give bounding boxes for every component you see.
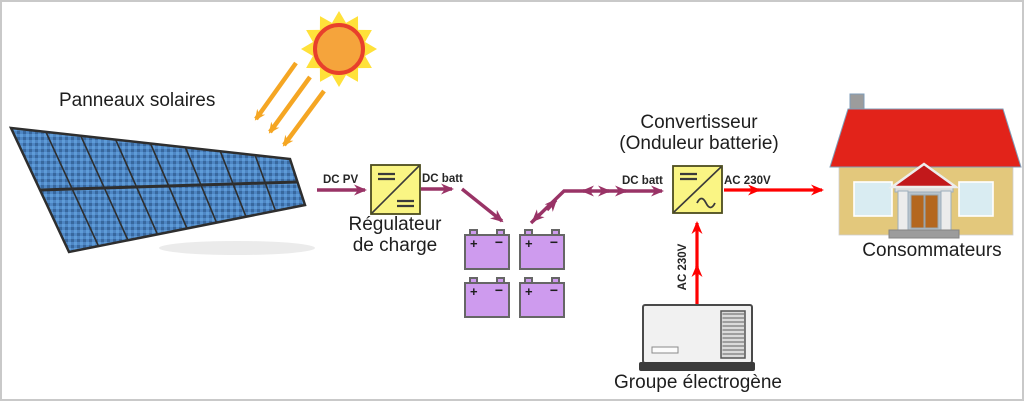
battery-minus-sign: −: [494, 282, 503, 298]
ac-sine-symbol: [696, 197, 716, 209]
battery-plus-sign: +: [470, 284, 478, 299]
battery-terminal: [469, 277, 478, 282]
generator-label: Groupe électrogène: [614, 372, 782, 393]
door-right: [924, 194, 939, 229]
dc-symbol: [680, 172, 697, 181]
battery-plus-sign: +: [525, 284, 533, 299]
wire-battery-to-converter: [529, 185, 664, 225]
converter-label: Convertisseur (Onduleur batterie): [603, 112, 795, 154]
converter-box: [672, 165, 723, 214]
wire-label-dc-batt-in: DC batt: [622, 175, 663, 187]
generator: [639, 304, 755, 371]
regulator-label: Régulateur de charge: [340, 214, 450, 256]
converter-label-line2: (Onduleur batterie): [619, 133, 779, 154]
battery-terminal: [496, 229, 505, 234]
battery: + −: [464, 277, 510, 318]
battery: + −: [464, 229, 510, 270]
battery-minus-sign: −: [549, 282, 558, 298]
wire-label-dc-batt-out: DC batt: [422, 173, 463, 185]
porch-pillar-right: [940, 190, 952, 231]
wire-label-ac-230v-out: AC 230V: [724, 175, 771, 187]
house-roof: [829, 108, 1022, 168]
battery-terminal: [551, 229, 560, 234]
battery-plus-sign: +: [525, 236, 533, 251]
solar-panel-array: [8, 126, 307, 254]
generator-handle: [651, 346, 679, 354]
wire-label-dc-pv: DC PV: [323, 174, 359, 186]
porch-roof: [888, 162, 960, 189]
dc-symbol: [378, 172, 414, 208]
sun-rays: [254, 61, 326, 147]
battery-minus-sign: −: [549, 234, 558, 250]
battery-terminal: [524, 229, 533, 234]
sun: [301, 11, 377, 87]
house: [829, 93, 1022, 239]
regulator-box: [370, 164, 421, 215]
battery-minus-sign: −: [494, 234, 503, 250]
converter-label-line1: Convertisseur: [640, 112, 758, 133]
house-step: [888, 229, 960, 239]
battery-plus-sign: +: [470, 236, 478, 251]
battery-terminal: [524, 277, 533, 282]
battery-terminal: [496, 277, 505, 282]
regulator-label-line2: de charge: [352, 235, 438, 256]
battery-terminal: [551, 277, 560, 282]
battery-terminal: [469, 229, 478, 234]
window-right: [958, 181, 994, 217]
porch-pillar-left: [897, 190, 909, 231]
battery: + −: [519, 277, 565, 318]
wire-regulator-to-battery: [421, 183, 504, 223]
door-left: [910, 194, 925, 229]
solar-panels-label: Panneaux solaires: [59, 90, 216, 111]
regulator-label-line1: Régulateur: [348, 214, 442, 235]
battery: + −: [519, 229, 565, 270]
wire-label-ac-230v-generator: AC 230V: [677, 243, 689, 291]
panel-shadow: [159, 241, 315, 255]
window-left: [853, 181, 893, 217]
consumers-label: Consommateurs: [862, 240, 1002, 261]
